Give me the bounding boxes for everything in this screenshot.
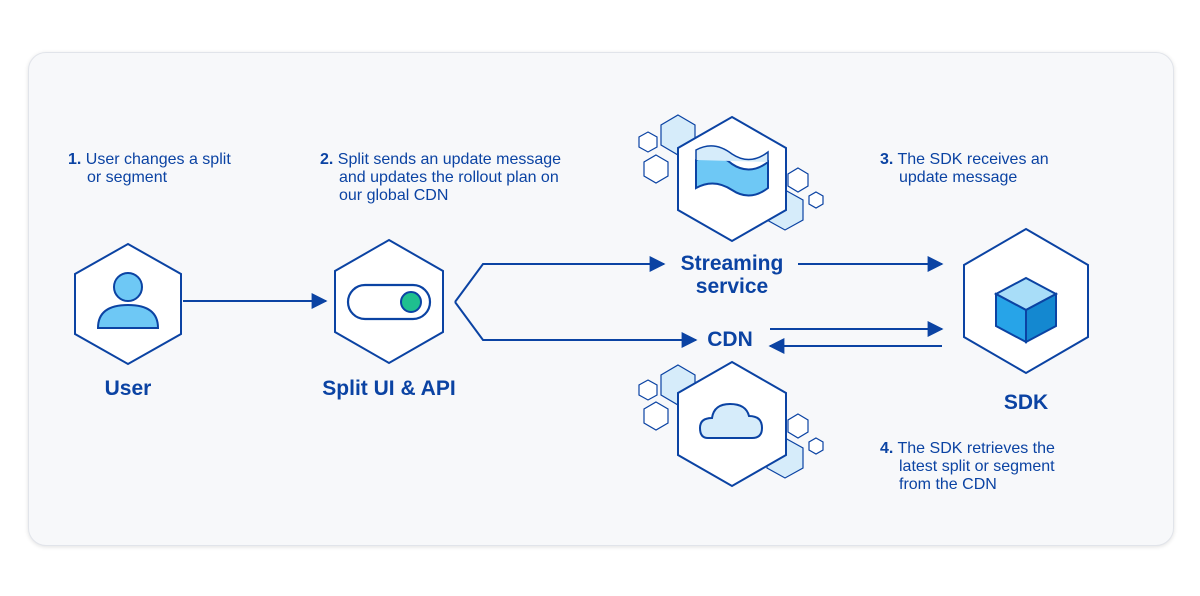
user-label: User xyxy=(104,377,152,400)
step-3-number: 3. xyxy=(880,151,894,168)
split-label: Split UI & API xyxy=(322,377,456,400)
step-3-text-2: update message xyxy=(899,169,1018,186)
sdk-node xyxy=(963,227,1089,375)
streaming-label-line-1: Streaming xyxy=(680,252,784,275)
step-2-number: 2. xyxy=(320,151,334,168)
step-2-text-3: our global CDN xyxy=(339,187,449,204)
step-3-text: The SDK receives an xyxy=(897,151,1049,168)
streaming-node xyxy=(677,115,787,243)
step-1-text: User changes a split xyxy=(85,151,231,168)
cloud-icon xyxy=(698,402,764,439)
step-2-text: Split sends an update message xyxy=(337,151,562,168)
arrow-split-to-cdn xyxy=(454,301,698,348)
toggle-icon xyxy=(346,283,432,321)
step-4-text: The SDK retrieves the xyxy=(897,440,1055,457)
user-node xyxy=(74,242,182,366)
arrow-split-to-streaming xyxy=(454,256,666,303)
cdn-label: CDN xyxy=(707,328,753,351)
step-3: 3. The SDK receives an update message xyxy=(880,151,1049,187)
step-1-number: 1. xyxy=(68,151,82,168)
streaming-label: Streaming service xyxy=(660,252,804,298)
step-4-text-2: latest split or segment xyxy=(899,458,1055,475)
cdn-node xyxy=(677,360,787,488)
streaming-label-line-2: service xyxy=(695,275,769,298)
step-2-text-2: and updates the rollout plan on xyxy=(339,169,559,186)
user-icon xyxy=(96,272,160,329)
step-1: 1. User changes a split or segment xyxy=(68,151,231,187)
step-4: 4. The SDK retrieves the latest split or… xyxy=(880,440,1055,494)
step-4-number: 4. xyxy=(880,440,894,457)
split-node xyxy=(334,238,444,365)
step-4-text-3: from the CDN xyxy=(899,476,997,493)
step-2: 2. Split sends an update message and upd… xyxy=(320,151,561,205)
wave-icon xyxy=(695,145,769,197)
cube-icon xyxy=(993,276,1059,344)
sdk-label: SDK xyxy=(1003,391,1049,414)
step-1-text-2: or segment xyxy=(87,169,168,186)
